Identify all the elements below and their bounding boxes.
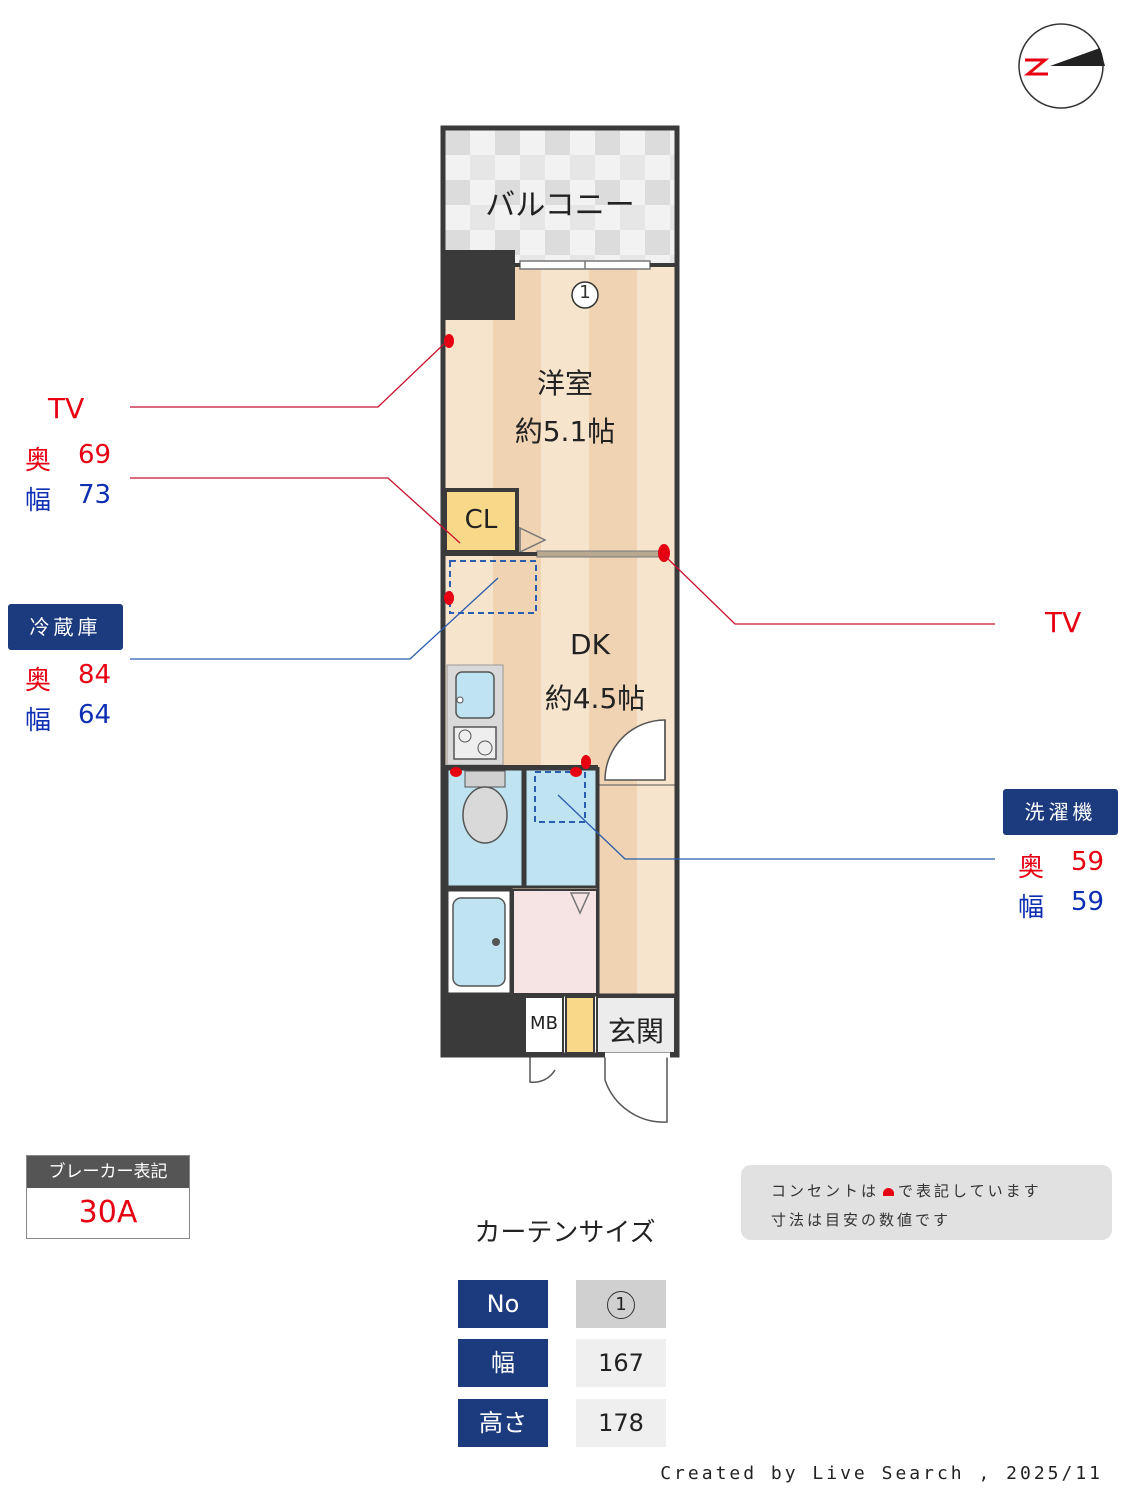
fridge-leader [130,577,499,660]
curtain-no-circle: 1 [607,1291,635,1319]
note-line1-b: で表記しています [898,1182,1042,1200]
mb-door-arc [529,1057,556,1083]
curtain-header-height: 高さ [458,1399,548,1447]
balcony-area [445,130,675,265]
sliding-door [536,550,663,558]
washer-depth: 59 [1071,847,1105,877]
note-line2: 寸法は目安の数値です [771,1211,952,1229]
curtain-value-height: 178 [576,1399,666,1447]
tv-left-depth: 69 [78,440,112,470]
washer-tag: 洗濯機 [1003,789,1118,835]
dressing-area [512,889,598,995]
curtain-value-no: 1 [576,1280,666,1328]
dk-label: DK [570,628,610,661]
credit-text: Created by Live Search , 2025/11 [660,1463,1103,1484]
breaker-value: 30A [78,1195,138,1230]
toilet-icon [462,786,508,844]
mb-box [524,996,564,1054]
fridge-width: 64 [78,700,112,730]
bathtub-icon [452,897,506,987]
fridge-space [449,560,537,614]
tv-left-width-label: 幅 [25,486,52,516]
fridge-depth: 84 [78,660,112,690]
shoe-box [565,996,595,1054]
washer-width-label: 幅 [1018,893,1045,923]
tv-left-width: 73 [78,480,112,510]
tv-right-leader [664,555,995,625]
tv-left-label: TV [48,392,85,425]
curtain-title: カーテンサイズ [474,1218,656,1248]
front-door-arc [604,1057,668,1123]
fridge-width-label: 幅 [25,706,52,736]
note-line1-a: コンセントは [771,1182,880,1200]
outer-wall [440,125,680,1058]
entrance-label: 玄関 [607,1015,664,1048]
outlet-legend-icon [883,1188,895,1196]
washer-width: 59 [1071,887,1105,917]
door-arc [604,719,666,781]
tv-right-label: TV [1045,606,1082,639]
closet-leader [130,477,461,544]
fridge-tag: 冷蔵庫 [8,604,123,650]
closet-door-symbol [519,526,547,554]
balcony-label: バルコニー [485,188,635,223]
sink-icon [455,671,495,719]
washroom [523,767,599,889]
window-marker-circle [571,281,599,309]
washer-space [534,771,586,823]
curtain-header-width: 幅 [458,1339,548,1387]
compass-icon [1018,23,1105,109]
washer-depth-label: 奥 [1018,853,1045,883]
tv-left-leader [130,341,447,408]
breaker-title: ブレーカー表記 [27,1156,189,1188]
fridge-depth-label: 奥 [25,666,52,696]
mb-label: MB [530,1013,558,1034]
western-room-label: 洋室 [536,367,593,400]
corridor [597,784,676,996]
dk-size: 約4.5帖 [544,682,646,715]
curtain-value-width: 167 [576,1339,666,1387]
washer-leader [557,794,995,860]
tv-left-depth-label: 奥 [25,446,52,476]
window-marker-label: 1 [579,282,591,303]
pillar-top [445,250,515,320]
western-room-size: 約5.1帖 [514,415,616,448]
breaker-box: ブレーカー表記 30A [26,1155,190,1239]
closet-label: CL [464,505,498,535]
note-box: コンセントはで表記しています 寸法は目安の数値です [741,1165,1112,1240]
pillar-bottom [445,995,525,1055]
curtain-header-no: No [458,1280,548,1328]
